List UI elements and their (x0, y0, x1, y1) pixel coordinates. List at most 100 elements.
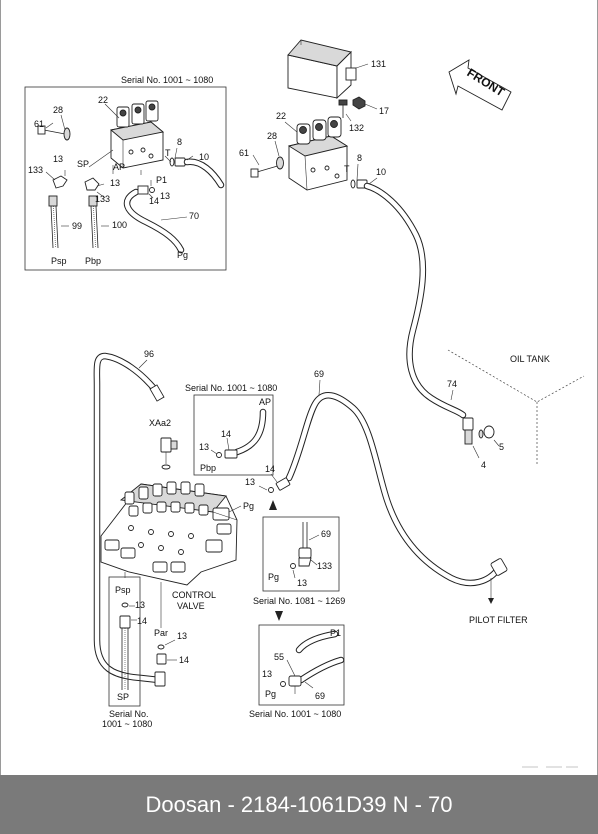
label-AP-pbp: AP (259, 397, 271, 407)
hose-96-end-fitting (154, 671, 166, 687)
label-70: 70 (189, 211, 199, 221)
label-22-inset: 22 (98, 95, 108, 105)
fitting-10-inset (169, 157, 186, 167)
label-14-pg: 14 (265, 464, 275, 474)
label-69-bottom: 69 (315, 691, 325, 701)
bolt-61-inset (37, 125, 71, 141)
footer-bar: Doosan - 2184-1061D39 N - 70 (0, 775, 598, 834)
label-13-par: 13 (177, 631, 187, 641)
label-Pbp-inset: Pbp (85, 256, 101, 266)
label-13-inset-b: 13 (110, 178, 120, 188)
label-P1-inset: P1 (156, 175, 167, 185)
fade-mark-1 (522, 766, 538, 768)
label-10-inset: 10 (199, 152, 209, 162)
hose-100-inset (88, 195, 99, 249)
fade-mark-3 (566, 766, 578, 768)
label-14-sp: 14 (137, 616, 147, 626)
label-13-pg: 13 (245, 477, 255, 487)
elbow-133-inset-right (84, 177, 100, 191)
label-133-inset-a: 133 (28, 165, 43, 175)
front-arrow: FRONT (448, 59, 512, 111)
label-13-inset-c: 13 (160, 191, 170, 201)
label-99: 99 (72, 221, 82, 231)
label-132: 132 (349, 123, 364, 133)
label-4: 4 (481, 460, 486, 470)
elbow-133-1081 (290, 522, 312, 569)
label-61: 61 (239, 148, 249, 158)
fitting-4-5 (462, 417, 495, 445)
label-17: 17 (379, 106, 389, 116)
nut-17 (352, 96, 366, 110)
label-Pg-bottom: Pg (265, 689, 276, 699)
serial-left-1: Serial No. (109, 709, 149, 719)
label-13-pbp: 13 (199, 442, 209, 452)
label-133-1081: 133 (317, 561, 332, 571)
label-AP-inset: AP (113, 162, 125, 172)
label-P1-bottom: P1 (330, 628, 341, 638)
label-10: 10 (376, 167, 386, 177)
serial-label-1081: Serial No. 1081 ~ 1269 (253, 596, 345, 606)
label-14-par: 14 (179, 655, 189, 665)
label-8: 8 (357, 153, 362, 163)
label-14-pbp: 14 (221, 429, 231, 439)
solenoid-valve-inset (109, 100, 165, 169)
oil-tank-label: OIL TANK (510, 354, 550, 364)
pilot-filter-elbow (488, 558, 508, 604)
label-SP-inset: SP (77, 159, 89, 169)
fitting-13-14-inset (137, 185, 155, 195)
label-Pg-1081: Pg (268, 572, 279, 582)
fade-mark-2 (546, 766, 562, 768)
label-13-inset-a: 13 (53, 154, 63, 164)
tee-fitting-XAa2 (160, 437, 178, 470)
label-13-bottom: 13 (262, 669, 272, 679)
label-100: 100 (112, 220, 127, 230)
label-Psp-valve: Psp (115, 585, 131, 595)
label-Pg-valve: Pg (243, 501, 254, 511)
inset-serial-1001-1080 (24, 86, 227, 271)
pointer-triangle-1081 (269, 500, 277, 510)
label-28-inset: 28 (53, 105, 63, 115)
label-96: 96 (144, 349, 154, 359)
inset-serial-1081-1269 (262, 516, 340, 592)
label-5: 5 (499, 442, 504, 452)
tee-55 (280, 675, 302, 694)
label-Pg-inset: Pg (177, 250, 188, 260)
footer-text: Doosan - 2184-1061D39 N - 70 (145, 791, 453, 817)
hose-99-inset (48, 195, 59, 249)
serial-label-top-inset: Serial No. 1001 ~ 1080 (121, 75, 213, 85)
fitting-14-sp (119, 602, 131, 690)
fitting-14-par (156, 644, 167, 665)
label-Par: Par (154, 628, 168, 638)
diagram-canvas: Serial No. 1001 ~ 1080 (24, 39, 585, 729)
fitting-96-end (149, 384, 165, 402)
bolt-61 (250, 156, 284, 178)
inset-pbp (193, 394, 274, 476)
bolt-132 (338, 99, 348, 118)
label-61-inset: 61 (34, 119, 44, 129)
inset-serial-bottom (258, 624, 345, 706)
control-valve-assembly (100, 481, 238, 586)
label-Psp-inset: Psp (51, 256, 67, 266)
pilot-filter-label: PILOT FILTER (469, 615, 528, 625)
label-55: 55 (274, 652, 284, 662)
label-69: 69 (314, 369, 324, 379)
label-T: T (344, 164, 350, 174)
label-74: 74 (447, 379, 457, 389)
solenoid-valve-22 (287, 116, 349, 191)
pointer-triangle-bottom (275, 611, 283, 621)
label-14-inset: 14 (149, 196, 159, 206)
label-13-1081: 13 (297, 578, 307, 588)
control-valve-label-2: VALVE (177, 601, 205, 611)
label-Pbp-mid: Pbp (200, 463, 216, 473)
label-SP-bottom: SP (117, 692, 129, 702)
cover-box-131 (287, 39, 357, 100)
inset-sp-left (108, 576, 141, 707)
label-T-inset: T (165, 148, 171, 158)
label-131: 131 (371, 59, 386, 69)
serial-label-mid-inset: Serial No. 1001 ~ 1080 (185, 383, 277, 393)
fitting-14-pg (268, 477, 291, 493)
serial-label-bottom: Serial No. 1001 ~ 1080 (249, 709, 341, 719)
elbow-133-inset-left (52, 175, 68, 189)
control-valve-label-1: CONTROL (172, 590, 216, 600)
label-133-inset-b: 133 (95, 194, 110, 204)
